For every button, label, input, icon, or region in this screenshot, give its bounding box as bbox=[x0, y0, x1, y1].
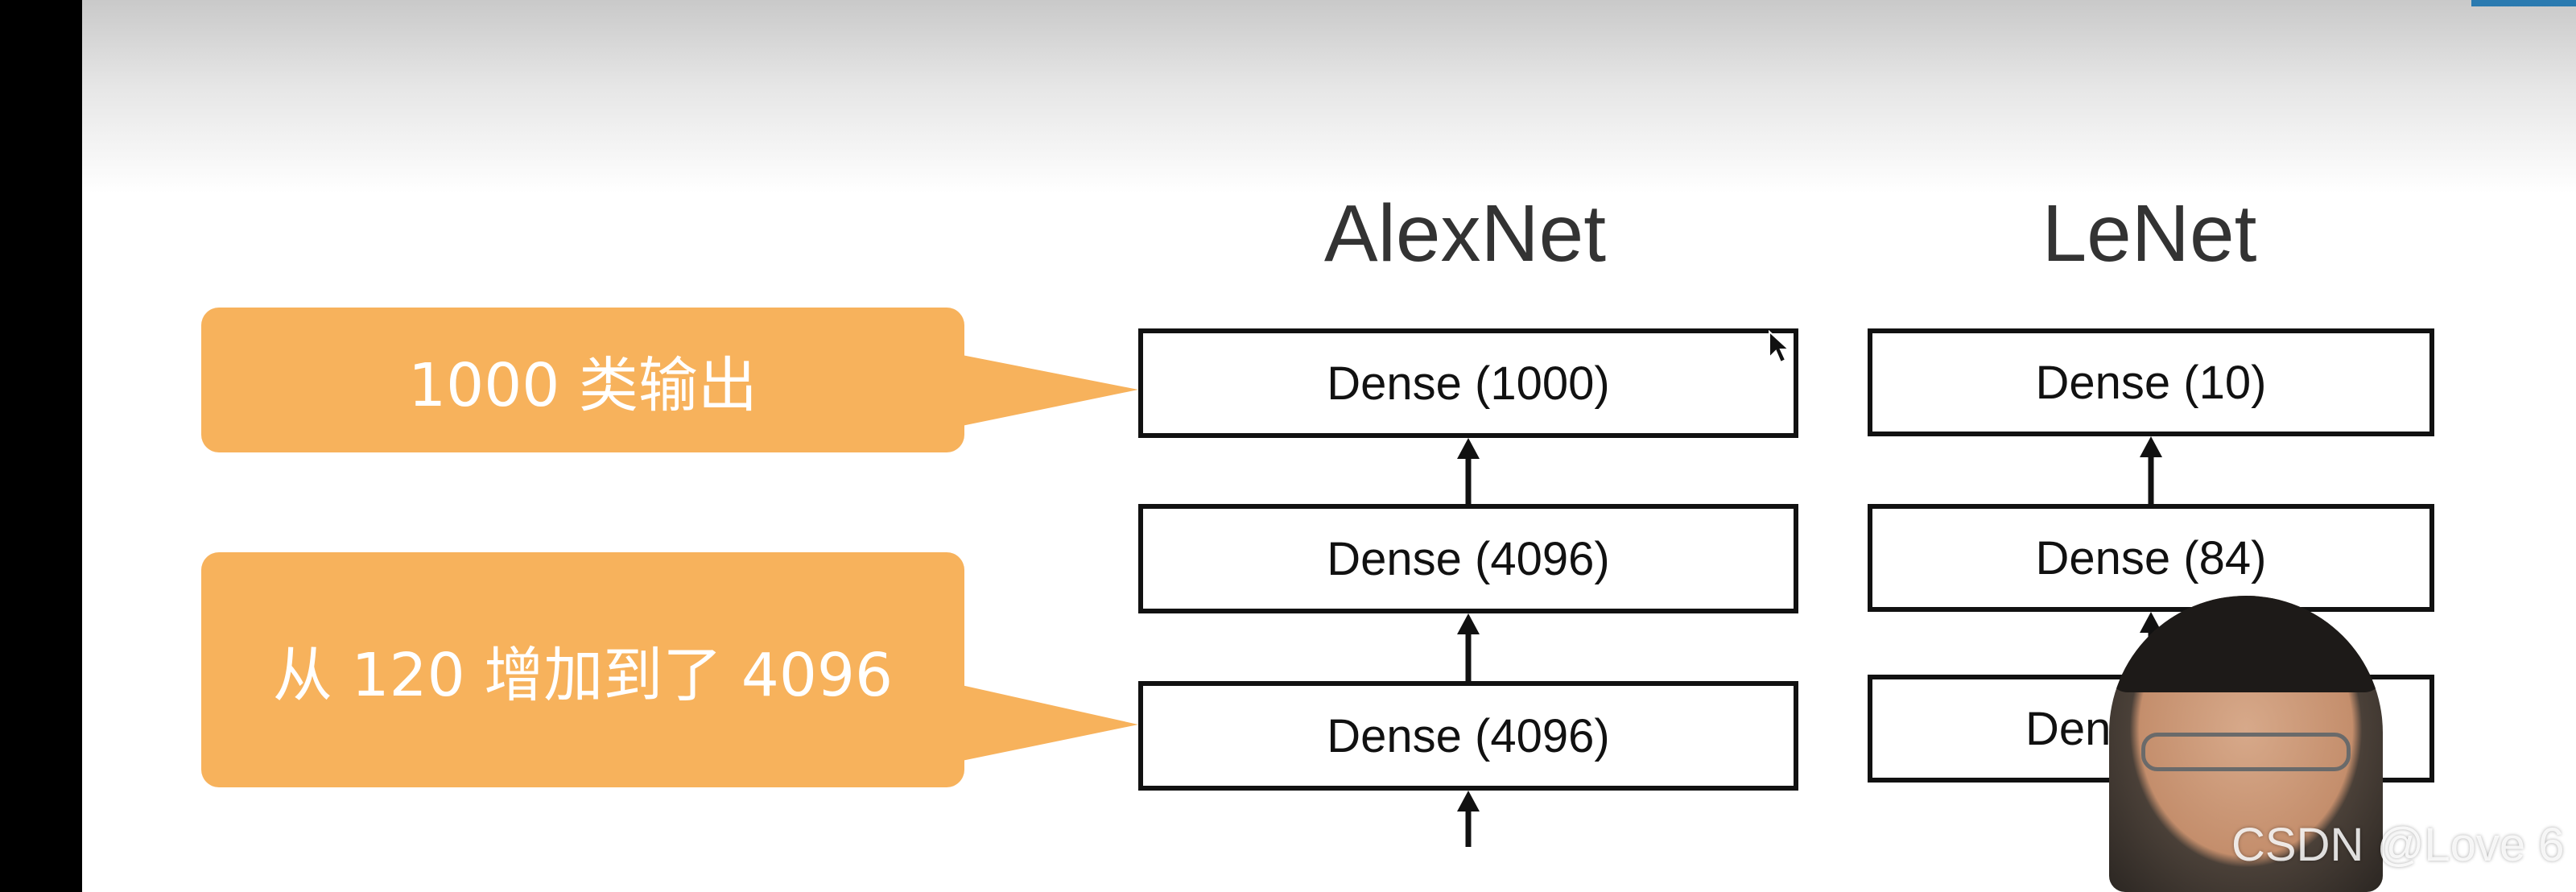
arrow-up-icon bbox=[1457, 613, 1480, 681]
alexnet-dense-4096-upper-label: Dense (4096) bbox=[1327, 532, 1610, 585]
alexnet-title: AlexNet bbox=[1323, 188, 1607, 279]
top-right-accent bbox=[2471, 0, 2576, 6]
callout-output-pointer bbox=[958, 354, 1138, 427]
slide-top-gradient bbox=[82, 0, 2576, 193]
speaker-glasses bbox=[2141, 733, 2351, 771]
lenet-dense-84-box: Dense (84) bbox=[1868, 504, 2434, 612]
csdn-watermark: CSDN @Love 6 bbox=[2231, 819, 2565, 871]
lenet-dense-10-label: Dense (10) bbox=[2035, 356, 2267, 409]
callout-output: 1000 类输出 bbox=[201, 308, 964, 452]
alexnet-dense-4096-lower-box: Dense (4096) bbox=[1138, 681, 1798, 791]
speaker-hair bbox=[2109, 596, 2383, 692]
left-black-bar bbox=[0, 0, 82, 892]
callout-output-text: 1000 类输出 bbox=[408, 350, 758, 420]
callout-increase-text: 从 120 增加到了 4096 bbox=[272, 640, 894, 710]
alexnet-dense-4096-upper-box: Dense (4096) bbox=[1138, 504, 1798, 613]
arrow-up-icon bbox=[2140, 436, 2162, 504]
alexnet-dense-4096-lower-label: Dense (4096) bbox=[1327, 709, 1610, 762]
callout-increase: 从 120 增加到了 4096 bbox=[201, 552, 964, 787]
callout-increase-pointer bbox=[958, 684, 1138, 762]
arrow-up-icon bbox=[1457, 791, 1480, 847]
lenet-dense-10-box: Dense (10) bbox=[1868, 328, 2434, 436]
speaker-video-overlay bbox=[2109, 596, 2383, 892]
alexnet-dense-1000-box: Dense (1000) bbox=[1138, 328, 1798, 438]
lenet-title: LeNet bbox=[2041, 188, 2257, 279]
mouse-cursor-icon bbox=[1769, 330, 1790, 364]
lenet-dense-84-label: Dense (84) bbox=[2035, 531, 2267, 584]
arrow-up-icon bbox=[1457, 438, 1480, 504]
alexnet-dense-1000-label: Dense (1000) bbox=[1327, 357, 1610, 410]
